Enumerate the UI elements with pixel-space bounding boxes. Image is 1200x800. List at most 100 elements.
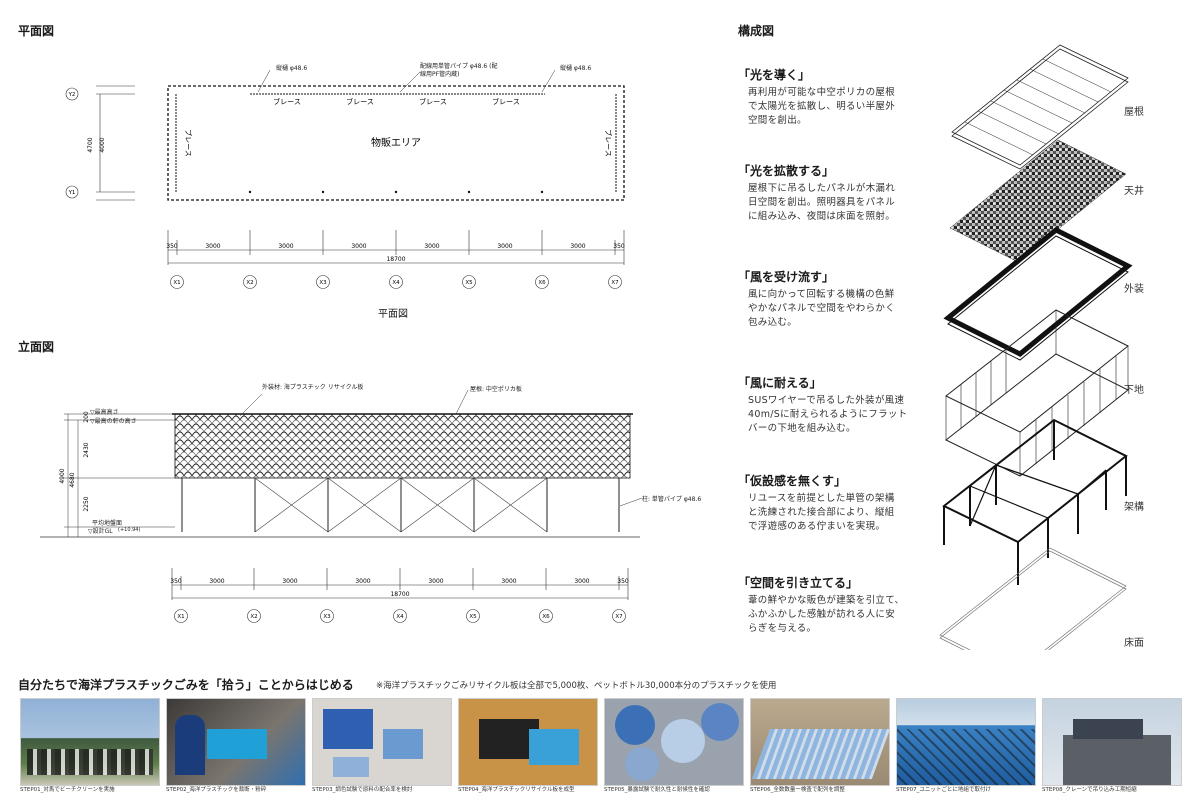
plan-title: 平面図: [18, 24, 55, 38]
photo-step03: [312, 698, 452, 786]
exterior-layer: [943, 227, 1133, 361]
axonometric-layers: [939, 44, 1133, 650]
photo-step05: [604, 698, 744, 786]
axis-y2: Y2: [68, 92, 76, 98]
floor-layer: [939, 547, 1127, 650]
elevation-title: 立面図: [18, 340, 55, 354]
plan-dim-2: 3000: [278, 243, 293, 250]
concept-body-2: 屋根下に吊るしたパネルが木漏れ日空間を創出。照明器具をパネルに組み込み、夜間は床…: [748, 183, 896, 222]
concept-body-3: 風に向かって回転する機構の色鮮やかなパネルで空間をやわらかく包み込む。: [748, 289, 896, 328]
plan-note-left: 縦樋 φ48.6: [276, 65, 308, 72]
plan-dim-4: 3000: [424, 243, 439, 250]
elev-dim-5: 3000: [501, 578, 516, 585]
plan-axis-x5: X5: [465, 280, 473, 286]
layer-label-5: 架構: [1124, 502, 1144, 513]
process-note: ※海洋プラスチックごみリサイクル板は全部で5,000枚、ペットボトル30,000…: [376, 681, 777, 691]
step-caption-2: STEP02_海洋プラスチックを裁断・粉砕: [166, 787, 267, 793]
plan-brace-4: ブレース: [492, 97, 520, 106]
elev-dim-1: 3000: [209, 578, 224, 585]
elev-vdim-3: 2250: [83, 496, 90, 511]
elev-column-note: 柱: 単管パイプ φ48.6: [642, 496, 702, 503]
plan-dim-3: 3000: [351, 243, 366, 250]
plan-drawing: 4700 4000 Y2 Y1 物販エリア ブレース ブレース ブレース ブレー…: [65, 69, 625, 289]
composition-title: 構成図: [738, 24, 775, 38]
elev-roof-note: 屋根: 中空ポリカ板: [470, 386, 522, 393]
axis-y1: Y1: [68, 190, 76, 196]
step-caption-8: STEP08_クレーンで吊り込み工期短縮: [1042, 787, 1137, 793]
ceiling-layer: [949, 139, 1127, 263]
step-caption-4: STEP04_海洋プラスチックリサイクル板を成型: [458, 787, 575, 793]
elev-avg-ground: 平均地盤面: [92, 520, 123, 527]
photo-step06: [750, 698, 890, 786]
svg-text:18700: 18700: [390, 591, 409, 598]
elev-axis-x7: X7: [615, 614, 623, 620]
concept-title-3: 「風を受け流す」: [738, 270, 835, 284]
plan-brace-right: ブレース: [604, 129, 613, 157]
elev-vdim-4: 200: [83, 411, 90, 423]
elev-gl-value: (+10.94): [118, 527, 141, 533]
photo-step07: [896, 698, 1036, 786]
concept-title-4: 「風に耐える」: [738, 376, 822, 390]
plan-axis-x3: X3: [319, 280, 327, 286]
photo-step02: [166, 698, 306, 786]
layer-label-4: 下地: [1124, 385, 1144, 396]
concept-title-2: 「光を拡散する」: [738, 164, 835, 178]
plan-brace-left: ブレース: [184, 129, 193, 157]
plan-axis-x7: X7: [611, 280, 619, 286]
plan-dim-7: 350: [613, 243, 625, 250]
concept-body-5: リユースを前提とした単管の架構と洗練された接合部により、縦組で浮遊感のある佇まい…: [748, 493, 895, 532]
elev-axis-x5: X5: [469, 614, 477, 620]
photo-step01: [20, 698, 160, 786]
elev-top-height: ▽最高高さ: [90, 409, 119, 416]
step-caption-1: STEP01_対馬でビーチクリーンを実施: [20, 787, 115, 793]
elev-vdim-2: 2430: [83, 442, 90, 457]
elev-dim-0: 350: [170, 578, 182, 585]
plan-caption: 平面図: [378, 309, 408, 320]
elev-axis-x6: X6: [542, 614, 550, 620]
plan-vdim-total: 4700: [87, 137, 94, 152]
plan-note-right: 縦樋 φ48.6: [560, 65, 592, 72]
photo-step04: [458, 698, 598, 786]
elevation-drawing: 4900 4680 2430 2250 200: [40, 389, 643, 623]
plan-brace-1: ブレース: [273, 97, 301, 106]
plan-axis-x6: X6: [538, 280, 546, 286]
substrate-layer: [945, 309, 1129, 477]
elev-dim-3: 3000: [355, 578, 370, 585]
photo-step08: [1042, 698, 1182, 786]
layer-label-3: 外装: [1124, 284, 1144, 295]
layer-label-6: 床面: [1124, 638, 1144, 649]
concept-title-5: 「仮設感を無くす」: [738, 474, 847, 488]
layer-label-1: 屋根: [1124, 107, 1144, 118]
concept-title-1: 「光を導く」: [738, 68, 811, 82]
elev-dim-6: 3000: [574, 578, 589, 585]
plan-dim-1: 3000: [205, 243, 220, 250]
elev-vdim-0: 4900: [59, 468, 66, 483]
elev-axis-x2: X2: [250, 614, 257, 620]
svg-text:18700: 18700: [386, 256, 405, 263]
plan-axis-x4: X4: [392, 280, 400, 286]
elev-axis-x1: X1: [177, 614, 184, 620]
facade-panels: [174, 413, 631, 479]
step-caption-6: STEP06_全数数量ー検査で配列を調整: [750, 787, 845, 793]
plan-brace-2: ブレース: [346, 97, 374, 106]
elev-exterior-note: 外装材: 海プラスチック リサイクル板: [262, 384, 364, 391]
plan-brace-3: ブレース: [419, 97, 447, 106]
plan-note-center: 配線用単管パイプ φ48.6 (配線用PF管内蔵): [420, 63, 498, 78]
layer-label-2: 天井: [1124, 186, 1144, 197]
concept-body-6: 葦の鮮やかな販色が建築を引立て、ふかふかした感触が訪れる人に安らぎを与える。: [748, 595, 905, 634]
elev-dim-2: 3000: [282, 578, 297, 585]
plan-axis-x2: X2: [246, 280, 253, 286]
plan-dim-0: 350: [166, 243, 178, 250]
elev-axis-x4: X4: [396, 614, 404, 620]
step-caption-5: STEP05_暴露試験で耐久性と耐候性を確認: [604, 787, 710, 793]
plan-dim-6: 3000: [570, 243, 585, 250]
plan-vdim-inner: 4000: [99, 137, 106, 152]
elev-dim-4: 3000: [428, 578, 443, 585]
plan-dim-5: 3000: [497, 243, 512, 250]
plan-axis-x1: X1: [173, 280, 180, 286]
elev-axis-x3: X3: [323, 614, 331, 620]
elev-eave-height: ▽最高の軒の高さ: [90, 418, 137, 425]
roof-layer: [951, 44, 1129, 170]
elev-dim-7: 350: [617, 578, 629, 585]
